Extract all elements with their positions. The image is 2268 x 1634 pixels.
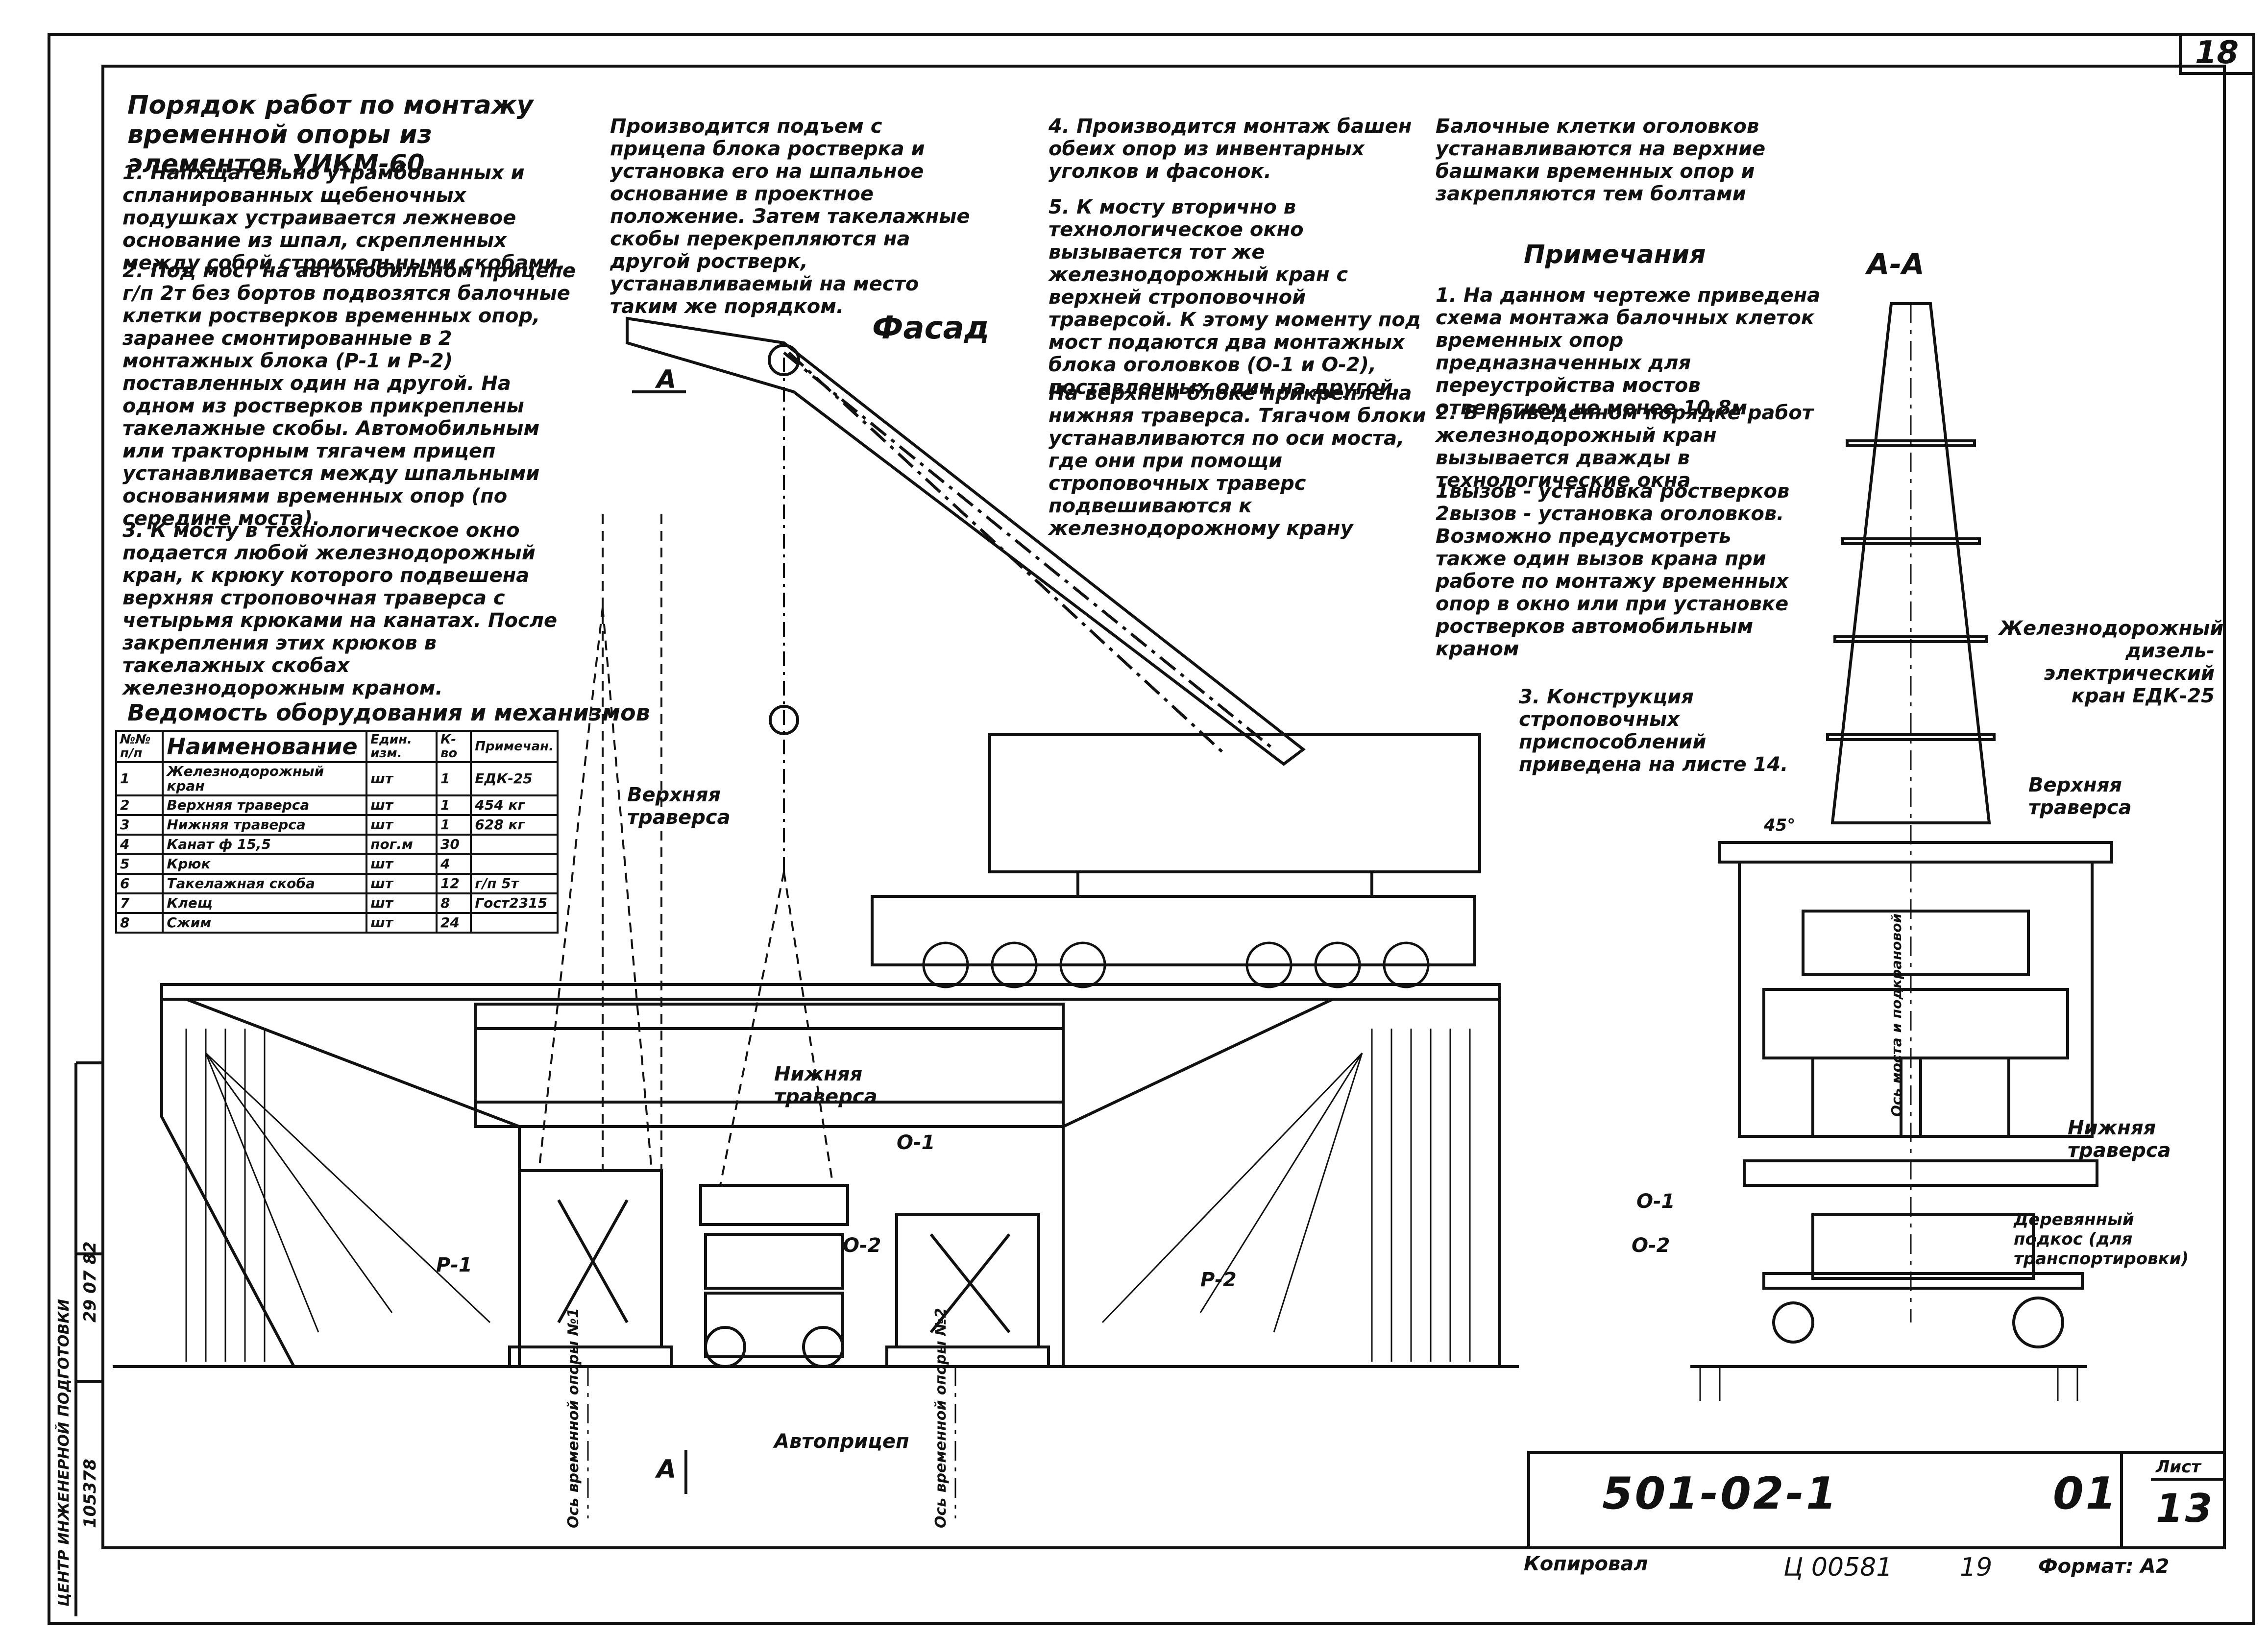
note-3: 3. Конструкция строповочных приспособлен… bbox=[1519, 686, 1788, 776]
document-code: 501-02-1 bbox=[1602, 1468, 1839, 1519]
wood-pad-label: Деревянный подкос (для транспортировки) bbox=[2014, 1210, 2189, 1269]
section-mark-top: А bbox=[657, 365, 677, 394]
title-block bbox=[1527, 1451, 2226, 1549]
axis-bridge-label: Ось моста и подкрановой bbox=[1888, 913, 1904, 1117]
outer-frame bbox=[48, 33, 2255, 1625]
sheet-label: Лист bbox=[2156, 1457, 2201, 1477]
work-order-title: Порядок работ по монтажу временной опоры… bbox=[127, 91, 534, 179]
note-2: 2. В приведенном порядке работ железнодо… bbox=[1436, 402, 1814, 492]
right-top-para: Балочные клетки оголовков устанавливаютс… bbox=[1436, 115, 1766, 205]
col-header-unit: Един. изм. bbox=[366, 730, 438, 763]
axis-support2-label: Ось временной опоры №2 bbox=[932, 1308, 950, 1528]
section-mark-bottom: А bbox=[657, 1455, 677, 1484]
o1-aa-label: О-1 bbox=[1636, 1190, 1675, 1213]
p2-label: Р-2 bbox=[1200, 1269, 1237, 1291]
trailer-label: Автоприцеп bbox=[774, 1430, 909, 1453]
crane-label: Железнодорожный дизель-электрический кра… bbox=[1999, 617, 2224, 707]
format-label: Формат: А2 bbox=[2038, 1555, 2170, 1578]
upper-traverse-label: Верхняя траверса bbox=[627, 784, 731, 829]
middle-para: Производится подъем с прицепа блока рост… bbox=[610, 115, 970, 318]
section-aa-view bbox=[1690, 302, 2113, 1401]
stamp-line2: 105378 bbox=[80, 1459, 100, 1528]
step-6-para: На верхнем блоке прикреплена нижняя трав… bbox=[1049, 382, 1426, 540]
equipment-table-title: Ведомость оборудования и механизмов bbox=[127, 699, 650, 726]
section-aa-title: А-А bbox=[1867, 247, 1925, 282]
step-5-para: 5. К мосту вторично в технологическое ок… bbox=[1049, 196, 1421, 399]
o1-label: О-1 bbox=[897, 1131, 935, 1154]
sheet-code: 01 bbox=[2053, 1468, 2119, 1519]
angle-label: 45° bbox=[1764, 816, 1796, 835]
o2-aa-label: О-2 bbox=[1632, 1234, 1670, 1257]
p1-label: Р-1 bbox=[436, 1254, 472, 1276]
facade-view bbox=[113, 316, 1519, 1518]
lower-traverse-label: Нижняя траверса bbox=[774, 1063, 878, 1108]
axis-support1-label: Ось временной опоры №1 bbox=[565, 1308, 582, 1528]
col-header-note: Примечан. bbox=[470, 730, 559, 763]
col-header-qty: К-во bbox=[435, 730, 472, 763]
note-1: 1. На данном чертеже приведена схема мон… bbox=[1436, 284, 1821, 419]
stamp-line1: ЦЕНТР ИНЖЕНЕРНОЙ ПОДГОТОВКИ bbox=[55, 1299, 73, 1607]
sheet-number: 13 bbox=[2156, 1486, 2215, 1531]
corner-sheet-number: 18 bbox=[2195, 35, 2239, 71]
inventory-number: Ц 00581 bbox=[1783, 1553, 1893, 1582]
lower-traverse-aa-label: Нижняя траверса bbox=[2068, 1117, 2171, 1162]
left-para-3: 3. К мосту в технологическое окно подает… bbox=[122, 519, 558, 699]
col-header-name: Наименование bbox=[162, 730, 368, 763]
notes-title: Примечания bbox=[1524, 240, 1706, 269]
o2-label: О-2 bbox=[843, 1234, 881, 1257]
stamp-line3: 29 07 82 bbox=[80, 1241, 100, 1322]
table-header-row: №№ п/п Наименование Един. изм. К-во Прим… bbox=[115, 730, 559, 763]
facade-label: Фасад bbox=[872, 310, 990, 346]
number-19: 19 bbox=[1960, 1553, 1993, 1582]
inner-frame bbox=[101, 65, 2226, 1549]
left-para-1: 1. Напхщательно утрамбованных и спланиро… bbox=[122, 162, 566, 274]
equipment-table: №№ п/п Наименование Един. изм. К-во Прим… bbox=[115, 730, 559, 934]
copied-label: Копировал bbox=[1524, 1553, 1648, 1575]
left-para-2: 2. Под мост на автомобильном прицепе г/п… bbox=[122, 260, 576, 530]
upper-traverse-aa-label: Верхняя траверса bbox=[2028, 774, 2132, 819]
col-header-num: №№ п/п bbox=[115, 730, 164, 763]
step-4-para: 4. Производится монтаж башен обеих опор … bbox=[1049, 115, 1412, 183]
note-2b: 1вызов - установка ростверков 2вызов - у… bbox=[1436, 480, 1790, 660]
